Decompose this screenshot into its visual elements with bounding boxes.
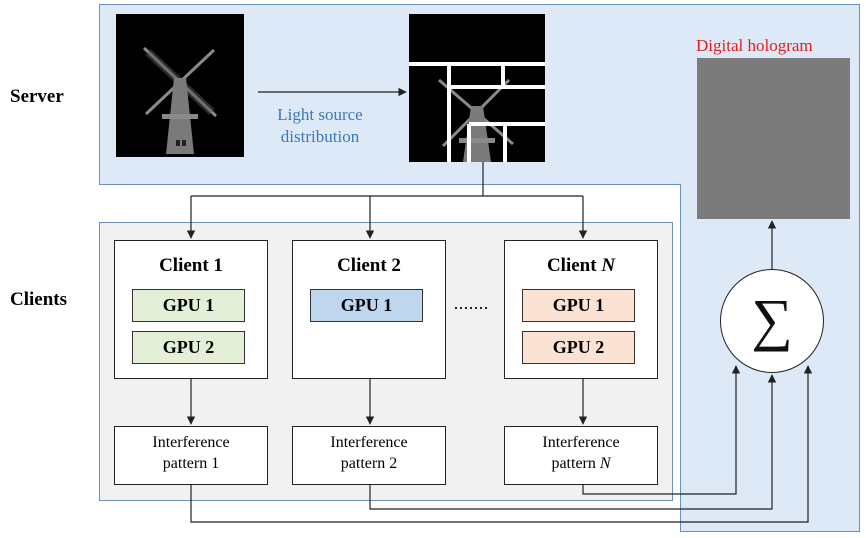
light-source-line-2: distribution [280,127,360,146]
interference-pattern-n: Interference pattern N [504,426,658,485]
client-2-title: Client 2 [337,255,401,276]
client-n-gpu-2: GPU 2 [522,331,635,364]
windmill-source-image [116,14,244,157]
server-region [99,4,860,532]
client-n-title: Client N [505,255,657,277]
client-1-box: Client 1 GPU 1 GPU 2 [114,240,268,379]
client-1-title: Client 1 [159,255,223,276]
digital-hologram-title: Digital hologram [696,36,813,55]
interference-pattern-n-line-1: Interference [542,434,620,451]
ellipsis: ······· [453,298,489,318]
interference-pattern-n-prefix: pattern [551,455,600,472]
client-n-gpu-1: GPU 1 [522,289,635,322]
client-1-gpu-2: GPU 2 [132,331,245,364]
sigma-symbol: ∑ [751,287,793,352]
clients-label: Clients [10,289,67,310]
interference-pattern-1-line-2: pattern 1 [162,455,220,472]
interference-pattern-1: Interference pattern 1 [114,426,268,485]
light-source-line-1: Light source [277,105,363,124]
client-1-gpu-1: GPU 1 [132,289,245,322]
split-light-source-image [409,14,545,162]
client-2-gpu-1: GPU 1 [310,289,423,322]
client-2-box: Client 2 GPU 1 [292,240,446,379]
interference-pattern-2-line-1: Interference [330,434,408,451]
summation-node [720,269,824,373]
interference-pattern-2-line-2: pattern 2 [340,455,398,472]
interference-pattern-n-n: N [599,455,611,472]
digital-hologram-image [697,58,850,219]
interference-pattern-n-line-2: pattern N [505,453,657,474]
client-n-title-prefix: Client [546,255,602,276]
interference-pattern-2: Interference pattern 2 [292,426,446,485]
interference-pattern-1-line-1: Interference [152,434,230,451]
client-n-title-n: N [601,255,616,276]
client-n-box: Client N GPU 1 GPU 2 [504,240,658,379]
server-label: Server [10,86,64,107]
light-source-label: Light source distribution [258,104,382,148]
